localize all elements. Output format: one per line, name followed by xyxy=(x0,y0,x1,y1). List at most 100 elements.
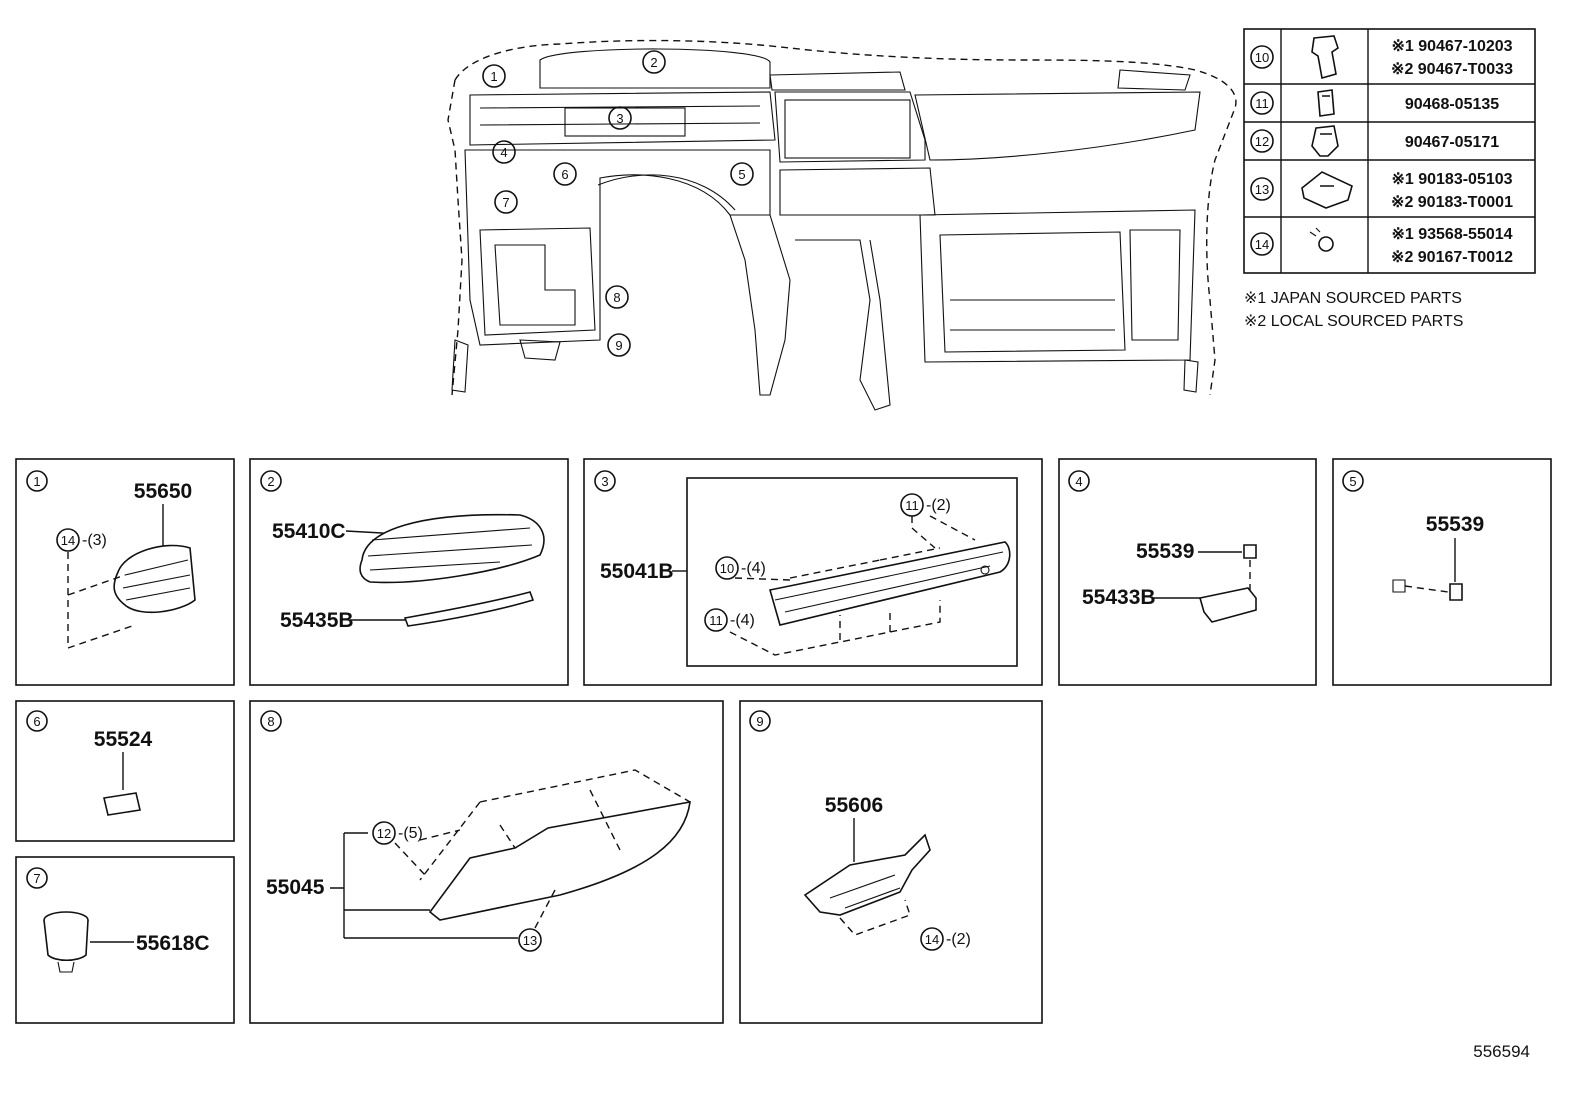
svg-text:10: 10 xyxy=(720,561,734,576)
svg-text:-(3): -(3) xyxy=(82,532,107,549)
svg-text:4: 4 xyxy=(1075,474,1082,489)
clip-icon xyxy=(1317,89,1335,117)
cluster-hood xyxy=(539,48,771,89)
clip-part xyxy=(1243,544,1257,559)
svg-text:※2 90183-T0001: ※2 90183-T0001 xyxy=(1391,194,1513,211)
panel-3: 3 55041B 11 -(2) 10 -(4) 11 -(4) xyxy=(583,458,1043,686)
panel-9: 9 55606 14 -(2) xyxy=(739,700,1043,1024)
cluster-hood-part xyxy=(359,513,545,584)
lower-panel-part xyxy=(419,769,691,921)
svg-text:12: 12 xyxy=(377,826,391,841)
panel-2: 2 55410C 55435B xyxy=(249,458,569,686)
table-row: 11 90468-05135 xyxy=(1250,89,1499,117)
part-number: 55045 xyxy=(266,876,325,899)
cluster-trim-part xyxy=(403,591,535,627)
svg-text:90467-05171: 90467-05171 xyxy=(1405,134,1499,151)
svg-text:9: 9 xyxy=(615,338,622,353)
svg-text:1: 1 xyxy=(490,69,497,84)
table-row: 14 ※1 93568-55014 ※2 90167-T0012 xyxy=(1250,226,1513,266)
svg-text:※2 90467-T0033: ※2 90467-T0033 xyxy=(1391,61,1513,78)
overview-callout-3: 3 xyxy=(608,106,632,130)
svg-text:※1 90183-05103: ※1 90183-05103 xyxy=(1391,171,1512,188)
svg-text:※1 93568-55014: ※1 93568-55014 xyxy=(1391,226,1512,243)
svg-text:8: 8 xyxy=(267,714,274,729)
panel-4: 4 55539 55433B xyxy=(1058,458,1317,686)
clip-part xyxy=(1449,583,1463,601)
clip-part xyxy=(103,792,141,816)
part-number: 55041B xyxy=(600,560,674,583)
cup-holder-part xyxy=(43,911,89,973)
panel-7: 7 55618C xyxy=(15,856,235,1024)
svg-text:9: 9 xyxy=(756,714,763,729)
part-number: 55606 xyxy=(825,794,883,817)
note-japan: ※1 JAPAN SOURCED PARTS xyxy=(1244,290,1462,307)
svg-text:6: 6 xyxy=(33,714,40,729)
part-number: 55539 xyxy=(1136,540,1194,563)
svg-text:8: 8 xyxy=(613,290,620,305)
svg-text:11: 11 xyxy=(1255,96,1269,111)
diagram-id: 556594 xyxy=(1473,1042,1530,1061)
part-number: 55650 xyxy=(134,480,192,503)
svg-text:10: 10 xyxy=(1255,50,1269,65)
part-number: 55433B xyxy=(1082,586,1156,609)
svg-text:11: 11 xyxy=(905,498,919,513)
overview-callout-4: 4 xyxy=(492,140,516,164)
table-row: 13 ※1 90183-05103 ※2 90183-T0001 xyxy=(1250,171,1513,211)
svg-text:-(4): -(4) xyxy=(741,560,766,577)
svg-text:2: 2 xyxy=(650,55,657,70)
overview-callout-7: 7 xyxy=(494,190,518,214)
svg-text:14: 14 xyxy=(1255,237,1269,252)
note-local: ※2 LOCAL SOURCED PARTS xyxy=(1244,313,1463,330)
overview-callout-5: 5 xyxy=(730,162,754,186)
screw-icon xyxy=(1309,227,1334,252)
clip-icon xyxy=(1311,35,1339,80)
table-row: 10 ※1 90467-10203 ※2 90467-T0033 xyxy=(1250,35,1513,80)
nut-clip-icon xyxy=(1301,171,1353,209)
part-number: 55539 xyxy=(1426,513,1484,536)
table-row: 12 90467-05171 xyxy=(1250,125,1499,157)
overview-callout-1: 1 xyxy=(482,64,506,88)
panel-8: 8 55045 12 -(5) 13 xyxy=(249,700,724,1024)
svg-text:14: 14 xyxy=(925,932,939,947)
part-number: 55618C xyxy=(136,932,210,955)
overview-callout-6: 6 xyxy=(553,162,577,186)
bracket-part xyxy=(803,833,931,916)
svg-text:12: 12 xyxy=(1255,134,1269,149)
svg-text:※1 90467-10203: ※1 90467-10203 xyxy=(1391,38,1512,55)
overview-callout-9: 9 xyxy=(607,333,631,357)
fastener-table: 10 ※1 90467-10203 ※2 90467-T0033 11 9046… xyxy=(1243,28,1536,330)
svg-text:6: 6 xyxy=(561,167,568,182)
bracket-part xyxy=(1198,587,1257,623)
svg-text:3: 3 xyxy=(616,111,623,126)
part-number: 55410C xyxy=(272,520,346,543)
overview-callout-2: 2 xyxy=(642,50,666,74)
overview-callout-8: 8 xyxy=(605,285,629,309)
svg-text:7: 7 xyxy=(502,195,509,210)
panel-5: 5 55539 xyxy=(1332,458,1552,686)
svg-text:-(5): -(5) xyxy=(398,825,423,842)
svg-text:※2 90167-T0012: ※2 90167-T0012 xyxy=(1391,249,1513,266)
dashboard-outline xyxy=(454,39,1237,396)
side-vent-part xyxy=(113,544,196,614)
svg-text:-(2): -(2) xyxy=(946,931,971,948)
part-number: 55435B xyxy=(280,609,354,632)
panel-1: 1 55650 14 -(3) xyxy=(15,458,235,686)
svg-text:13: 13 xyxy=(1255,182,1269,197)
svg-text:90468-05135: 90468-05135 xyxy=(1405,96,1499,113)
svg-text:-(4): -(4) xyxy=(730,612,755,629)
svg-text:-(2): -(2) xyxy=(926,497,951,514)
svg-text:5: 5 xyxy=(738,167,745,182)
dashboard-overview: 1 2 3 4 5 6 7 8 xyxy=(447,39,1237,411)
part-number: 55524 xyxy=(94,728,153,751)
svg-text:13: 13 xyxy=(523,933,537,948)
trim-panel-part xyxy=(768,541,1011,626)
svg-text:14: 14 xyxy=(61,533,75,548)
svg-text:3: 3 xyxy=(601,474,608,489)
svg-text:4: 4 xyxy=(500,145,507,160)
svg-text:5: 5 xyxy=(1349,474,1356,489)
svg-text:2: 2 xyxy=(267,474,274,489)
panel-6: 6 55524 xyxy=(15,700,235,842)
svg-text:1: 1 xyxy=(33,474,40,489)
svg-text:7: 7 xyxy=(33,871,40,886)
